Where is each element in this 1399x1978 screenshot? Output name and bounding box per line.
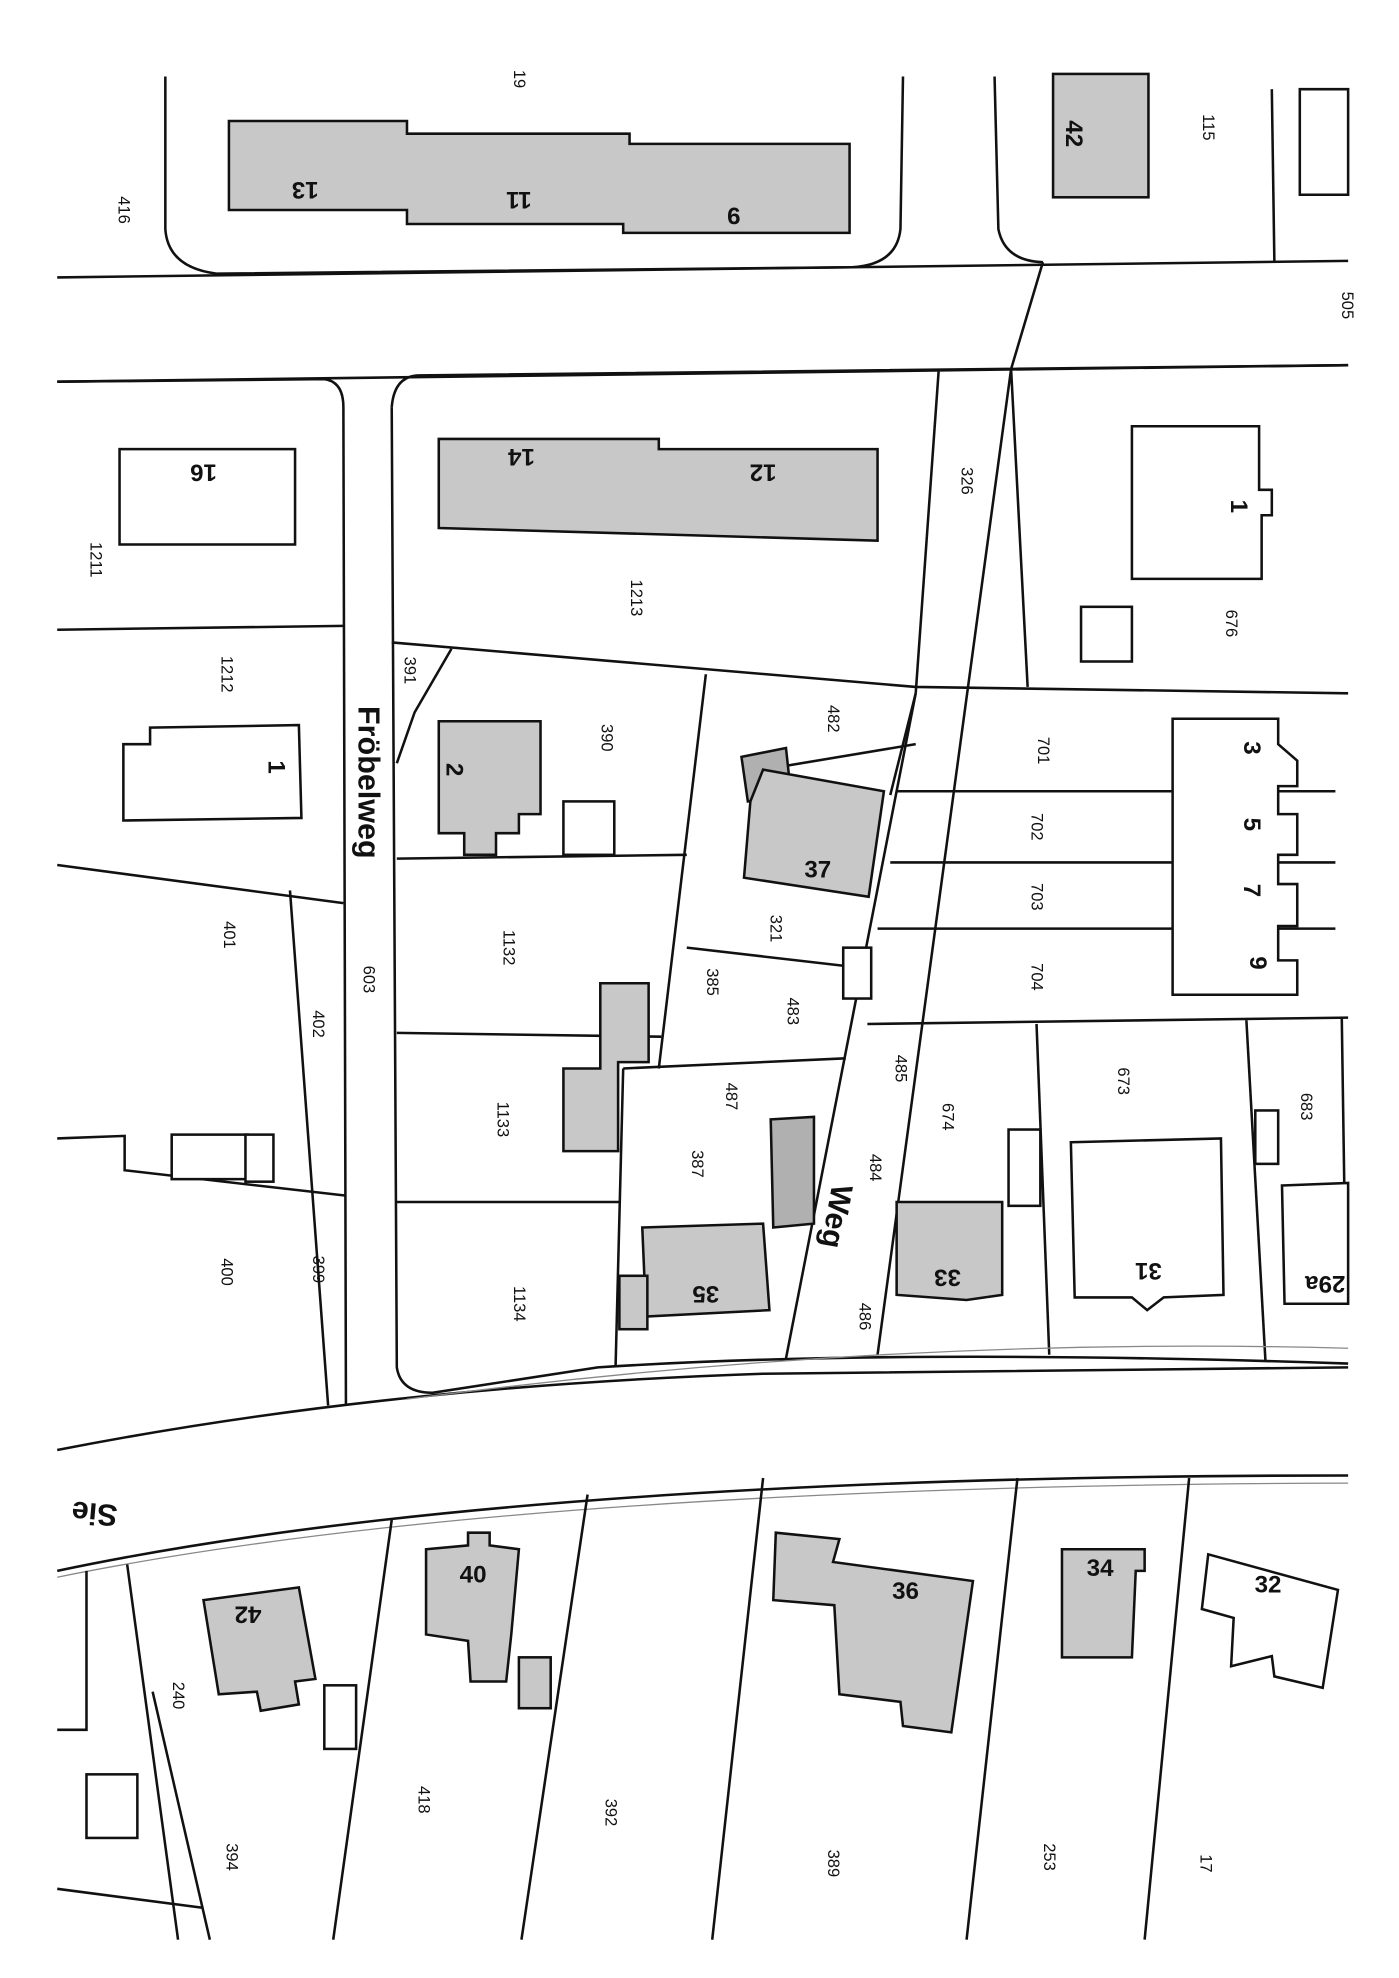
buildings: [85, 72, 1350, 1840]
parcel-number: 389: [824, 1850, 843, 1878]
parcel-number: 704: [1027, 963, 1046, 991]
parcel-number: 676: [1222, 610, 1241, 638]
parcel-number: 385: [703, 968, 722, 996]
house-number: 9: [1244, 956, 1271, 969]
house-number: 1: [1225, 500, 1252, 513]
house-number: 31: [1135, 1257, 1162, 1284]
parcel-number: 115: [1199, 114, 1218, 140]
parcel-number: 392: [601, 1799, 620, 1827]
house-number: 3: [1238, 741, 1265, 754]
parcel-number: 391: [400, 657, 419, 685]
parcel-number: 19: [510, 70, 529, 88]
parcel-number: 674: [938, 1103, 957, 1131]
house-number: 13: [292, 176, 319, 203]
house-number: 2: [440, 763, 467, 776]
parcel-number: 603: [360, 966, 379, 994]
house-number: 34: [1087, 1555, 1114, 1582]
parcel-number: 402: [309, 1010, 328, 1038]
house-number: 36: [892, 1578, 919, 1605]
house-number: 37: [804, 857, 831, 884]
house-number: 14: [507, 443, 534, 470]
street-label-weg: Weg: [814, 1182, 859, 1251]
parcel-number: 505: [1338, 292, 1357, 320]
parcel-number: 703: [1027, 883, 1046, 911]
house-number: 12: [750, 458, 777, 485]
parcel-number: 326: [957, 467, 976, 495]
parcel-number: 1133: [493, 1102, 512, 1138]
parcel-number: 390: [598, 724, 617, 752]
parcel-number: 240: [169, 1682, 188, 1710]
parcel-number: 321: [767, 915, 786, 943]
parcel-number: 683: [1297, 1093, 1316, 1121]
parcel-number: 673: [1114, 1067, 1133, 1095]
parcel-number: 416: [114, 196, 133, 224]
house-number: 42: [235, 1600, 262, 1627]
parcel-number: 1212: [217, 656, 236, 693]
parcel-lines: [56, 76, 1349, 1940]
parcel-number: 399: [309, 1256, 328, 1284]
parcel-number: 487: [722, 1083, 741, 1111]
parcel-number: 701: [1034, 737, 1053, 765]
parcel-number: 1211: [86, 542, 105, 578]
house-number: 33: [934, 1263, 961, 1290]
parcel-number: 483: [783, 997, 802, 1025]
house-number: 32: [1255, 1571, 1282, 1598]
house-number: 11: [506, 186, 532, 213]
parcel-number: 482: [824, 705, 843, 733]
parcel-number: 486: [856, 1303, 875, 1331]
parcel-numbers: 19 416 115 505 1211 1212 1213 326 676 39…: [86, 70, 1356, 1877]
house-number: 16: [190, 458, 217, 485]
house-number: 40: [460, 1561, 487, 1588]
parcel-number: 485: [891, 1055, 910, 1083]
parcel-number: 1132: [500, 930, 519, 966]
parcel-number: 702: [1027, 813, 1046, 841]
house-number: 7: [1238, 884, 1265, 897]
house-number: 29a: [1305, 1270, 1346, 1297]
parcel-number: 1134: [510, 1286, 529, 1322]
street-label-froebelweg: Fröbelweg: [352, 706, 386, 859]
parcel-number: 387: [688, 1150, 707, 1178]
parcel-number: 1213: [627, 580, 646, 617]
parcel-number: 400: [217, 1258, 236, 1286]
house-number: 35: [692, 1280, 719, 1307]
house-number: 9: [727, 201, 740, 228]
house-number: 1: [262, 760, 289, 773]
parcel-number: 484: [866, 1154, 885, 1182]
parcel-number: 418: [414, 1786, 433, 1814]
house-number: 42: [1060, 120, 1087, 147]
house-number: 5: [1238, 818, 1265, 831]
house-numbers: 13 11 9 42 16 14 12 1 1 2 37 3 5 7 9 35 …: [190, 120, 1345, 1627]
parcel-number: 253: [1040, 1843, 1059, 1871]
parcel-number: 394: [222, 1843, 241, 1871]
street-label-sie: Sie: [70, 1494, 119, 1532]
parcel-number: 17: [1197, 1854, 1216, 1872]
parcel-number: 401: [220, 921, 239, 949]
